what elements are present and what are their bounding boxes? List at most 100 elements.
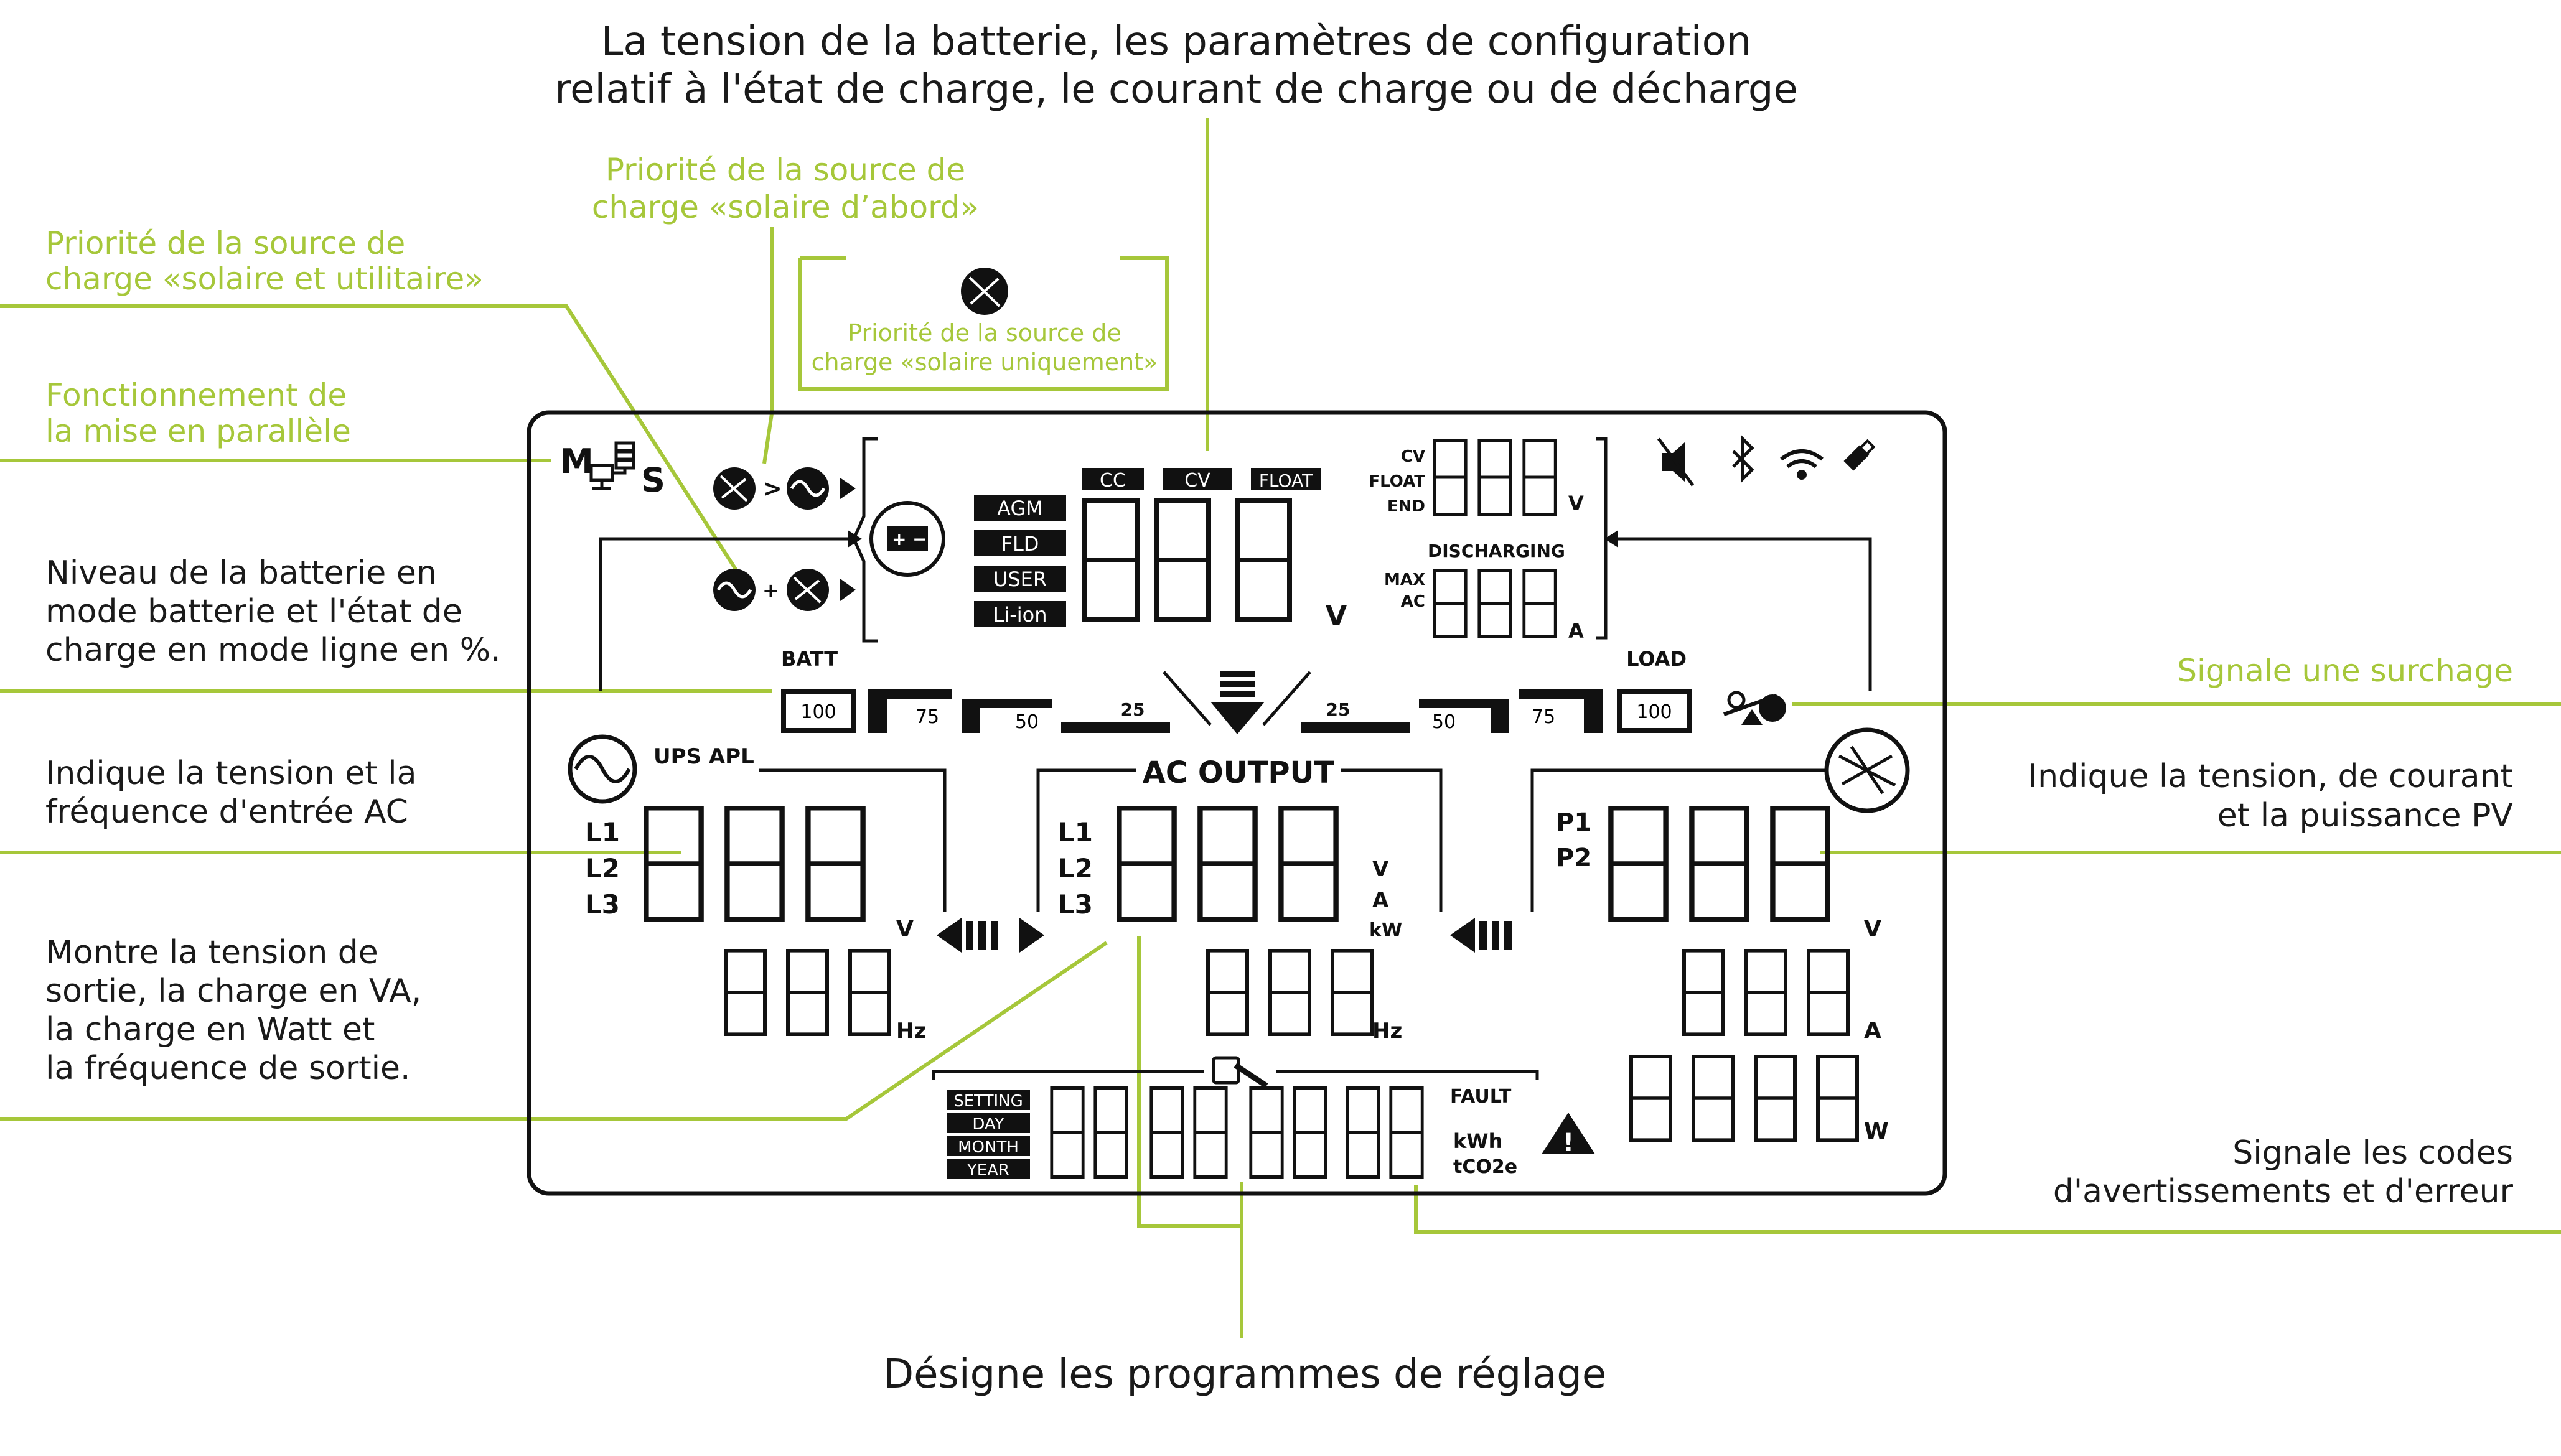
battery-type-fld: FLD — [1001, 532, 1039, 556]
stage-float: FLOAT — [1259, 470, 1313, 491]
stage-cv: CV — [1184, 470, 1210, 492]
play-arrow-icon — [840, 478, 856, 499]
battery-type-li-ion: Li-ion — [993, 603, 1047, 627]
ac-input-annotation-2: fréquence d'entrée AC — [45, 793, 408, 831]
label-ac: AC — [1401, 592, 1425, 611]
battery-icon-signs: + − — [892, 529, 927, 549]
ups-apl-label: UPS APL — [653, 744, 754, 769]
parallel-annotation-1: Fonctionnement de — [45, 377, 347, 413]
ac-output-annotation-3: la charge en Watt et — [45, 1011, 375, 1048]
output-phase-l1: L1 — [1058, 817, 1093, 847]
charge-stage-labels: CC CV FLOAT — [1082, 468, 1321, 492]
leader-ac-output — [0, 941, 1108, 1121]
input-phase-l1: L1 — [585, 817, 620, 847]
warning-icon: ! — [1542, 1113, 1595, 1157]
day-label: DAY — [972, 1115, 1004, 1134]
charge-current-digits — [1435, 571, 1555, 637]
usb-icon — [1843, 439, 1876, 471]
pv-arrow-icon — [1450, 918, 1512, 953]
right-bracket — [1596, 437, 1608, 640]
load-level-25: 25 — [1326, 699, 1351, 720]
input-phase-l3: L3 — [585, 889, 620, 920]
ac-output-annotation-4: la fréquence de sortie. — [45, 1050, 411, 1087]
leader-warnings — [1414, 1185, 2561, 1234]
parallel-m-label: M — [560, 442, 594, 481]
solar-first-annotation-1: Priorité de la source de — [606, 152, 965, 188]
ac-input-unit-hz: Hz — [896, 1019, 926, 1043]
battery-type-list: AGM FLD USER Li-ion — [974, 495, 1066, 627]
leader-lines — [0, 118, 2561, 1338]
label-float: FLOAT — [1369, 472, 1425, 491]
battery-level-annotation-3: charge en mode ligne en %. — [45, 632, 501, 669]
warnings-annotation-1: Signale les codes — [2232, 1134, 2513, 1172]
status-icons — [1657, 434, 1876, 487]
pv-label-p2: P2 — [1556, 844, 1591, 872]
flow-arrow-right — [1604, 530, 1618, 548]
setting-unit-v: V — [1568, 492, 1584, 515]
pv-voltage-digits — [1611, 808, 1827, 920]
solar-only-annotation-2: charge «solaire uniquement» — [812, 348, 1158, 376]
solar-utility-row: + — [713, 569, 856, 611]
batt-level-100: 100 — [800, 701, 836, 723]
pv-solar-icon — [1824, 727, 1910, 813]
warnings-annotation-2: d'avertissements et d'erreur — [2053, 1173, 2514, 1210]
battery-type-user: USER — [993, 567, 1047, 591]
battery-type-agm: AGM — [997, 497, 1043, 520]
warning-exclamation: ! — [1563, 1129, 1574, 1157]
solar-utility-annotation-2: charge «solaire et utilitaire» — [45, 261, 484, 297]
ac-output-unit-a: A — [1372, 888, 1389, 913]
solar-only-annotation-1: Priorité de la source de — [848, 319, 1121, 347]
overload-annotation: Signale une surchage — [2177, 653, 2513, 689]
battery-level-annotation-1: Niveau de la batterie en — [45, 554, 437, 592]
load-label: LOAD — [1626, 647, 1687, 671]
output-phase-l2: L2 — [1058, 853, 1093, 884]
battery-level-bar: 100 75 50 25 — [781, 689, 1170, 733]
fault-label: FAULT — [1450, 1086, 1512, 1108]
flow-line-left — [599, 537, 848, 691]
wifi-icon — [1780, 449, 1824, 480]
leader-solar-only-box — [798, 256, 1169, 391]
flow-line-right — [1618, 537, 1872, 691]
input-phase-l2: L2 — [585, 853, 620, 884]
pv-power-digits — [1631, 1057, 1857, 1140]
ac-input-bracket — [759, 768, 947, 912]
battery-level-annotation-2: mode batterie et l'état de — [45, 593, 462, 630]
ac-output-freq-digits — [1208, 951, 1372, 1034]
settings-wrench-icon — [1212, 1056, 1268, 1088]
ac-input-voltage-digits — [646, 808, 863, 920]
battery-icon-ring — [869, 501, 945, 577]
bidirectional-arrow-icon — [937, 918, 1044, 953]
solar-first-row: > — [713, 467, 856, 510]
top-annotation-line2: relatif à l'état de charge, le courant d… — [555, 67, 1798, 113]
pv-label-p1: P1 — [1556, 808, 1591, 837]
batt-level-75: 75 — [915, 706, 939, 728]
pv-annotation-2: et la puissance PV — [2217, 797, 2514, 834]
settings-bracket — [932, 1070, 1539, 1080]
leader-settings-left — [1137, 936, 1242, 1228]
pv-unit-v: V — [1864, 917, 1881, 942]
solar-first-annotation-2: charge «solaire d’abord» — [592, 189, 979, 225]
battery-icon — [887, 526, 928, 551]
year-label: YEAR — [967, 1161, 1009, 1180]
battery-setting-digits — [1435, 440, 1555, 514]
label-cv: CV — [1401, 447, 1425, 466]
stage-cc: CC — [1100, 470, 1126, 492]
pv-bracket — [1530, 768, 1827, 912]
battery-voltage-digits — [1085, 500, 1290, 620]
load-level-100: 100 — [1636, 701, 1672, 723]
pv-current-digits — [1684, 951, 1848, 1034]
ac-output-digits — [1119, 808, 1336, 920]
solar-utility-annotation-1: Priorité de la source de — [45, 225, 405, 261]
pv-unit-a: A — [1864, 1018, 1881, 1043]
lcd-frame — [527, 410, 1947, 1196]
ac-input-unit-v: V — [896, 917, 914, 942]
ac-input-freq-digits — [726, 951, 889, 1034]
ac-output-label: AC OUTPUT — [1143, 755, 1335, 790]
ac-output-unit-kw: kW — [1369, 920, 1402, 941]
leader-solar-utility — [0, 304, 746, 583]
play-arrow-icon — [840, 579, 856, 601]
label-max: MAX — [1384, 571, 1425, 589]
batt-level-25: 25 — [1121, 699, 1145, 720]
tco2e-label: tCO2e — [1453, 1156, 1517, 1178]
